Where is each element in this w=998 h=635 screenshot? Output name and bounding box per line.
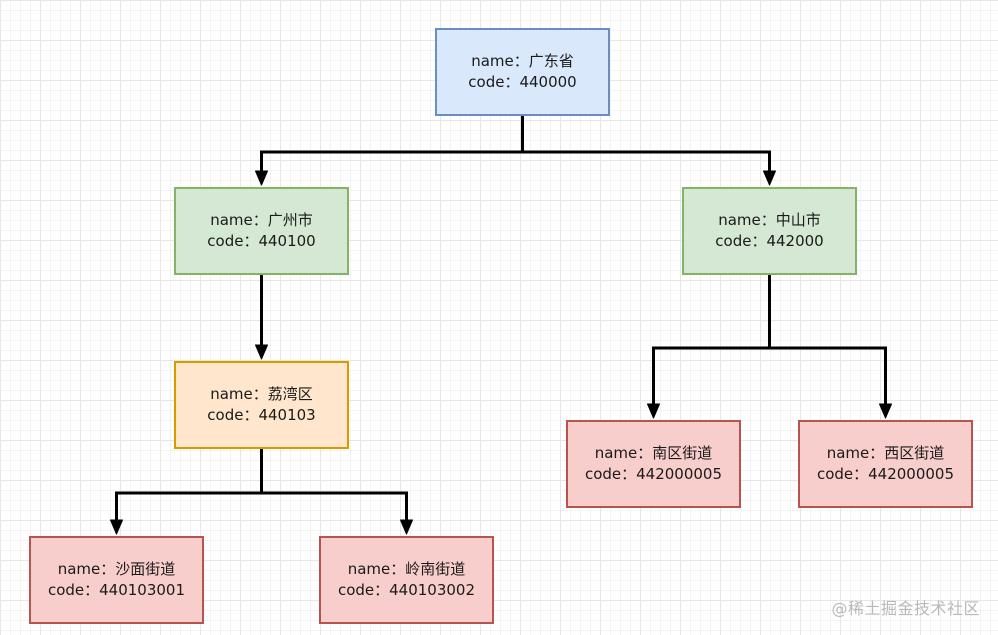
node-name-text: name：广州市 bbox=[210, 211, 313, 229]
node-code-text: code：440100 bbox=[207, 232, 316, 250]
connector-guangdong-guangzhou bbox=[260, 116, 524, 175]
node-code-text: code：442000005 bbox=[584, 465, 723, 483]
connector-liwan-lingnan bbox=[260, 449, 408, 524]
connector-zhongshan-xiqu bbox=[768, 275, 887, 408]
connector-guangdong-zhongshan bbox=[521, 116, 771, 175]
node-code-text: code：442000005 bbox=[816, 465, 955, 483]
node-code-text: code：442000 bbox=[715, 232, 824, 250]
arrowhead-liwan bbox=[255, 344, 268, 360]
node-shamian-street[interactable]: name：沙面街道 code：440103001 bbox=[29, 536, 204, 624]
arrowhead-zhongshan bbox=[763, 170, 776, 186]
node-code-text: code：440000 bbox=[468, 73, 577, 91]
arrowhead-lingnan bbox=[400, 519, 413, 535]
node-name-text: name：广东省 bbox=[471, 52, 574, 70]
arrowhead-nanqu bbox=[647, 403, 660, 419]
node-name-text: name：中山市 bbox=[718, 211, 821, 229]
node-zhongshan-city[interactable]: name：中山市 code：442000 bbox=[682, 187, 857, 275]
node-nanqu-street[interactable]: name：南区街道 code：442000005 bbox=[566, 420, 741, 508]
arrowhead-xiqu bbox=[879, 403, 892, 419]
node-guangzhou-city[interactable]: name：广州市 code：440100 bbox=[174, 187, 349, 275]
node-code-text: code：440103001 bbox=[47, 581, 186, 599]
arrowhead-guangzhou bbox=[255, 170, 268, 186]
node-code-text: code：440103002 bbox=[337, 581, 476, 599]
arrowhead-shamian bbox=[110, 519, 123, 535]
node-name-text: name：荔湾区 bbox=[210, 385, 313, 403]
node-name-text: name：西区街道 bbox=[826, 444, 945, 462]
connector-zhongshan-nanqu bbox=[652, 275, 771, 408]
node-xiqu-street[interactable]: name：西区街道 code：442000005 bbox=[798, 420, 973, 508]
node-name-text: name：岭南街道 bbox=[347, 560, 466, 578]
node-name-text: name：沙面街道 bbox=[57, 560, 176, 578]
watermark-text: @稀土掘金技术社区 bbox=[831, 599, 980, 618]
connector-liwan-shamian bbox=[115, 449, 263, 524]
node-lingnan-street[interactable]: name：岭南街道 code：440103002 bbox=[319, 536, 494, 624]
node-code-text: code：440103 bbox=[207, 406, 316, 424]
node-liwan-district[interactable]: name：荔湾区 code：440103 bbox=[174, 361, 349, 449]
node-name-text: name：南区街道 bbox=[594, 444, 713, 462]
node-guangdong-province[interactable]: name：广东省 code：440000 bbox=[435, 28, 610, 116]
